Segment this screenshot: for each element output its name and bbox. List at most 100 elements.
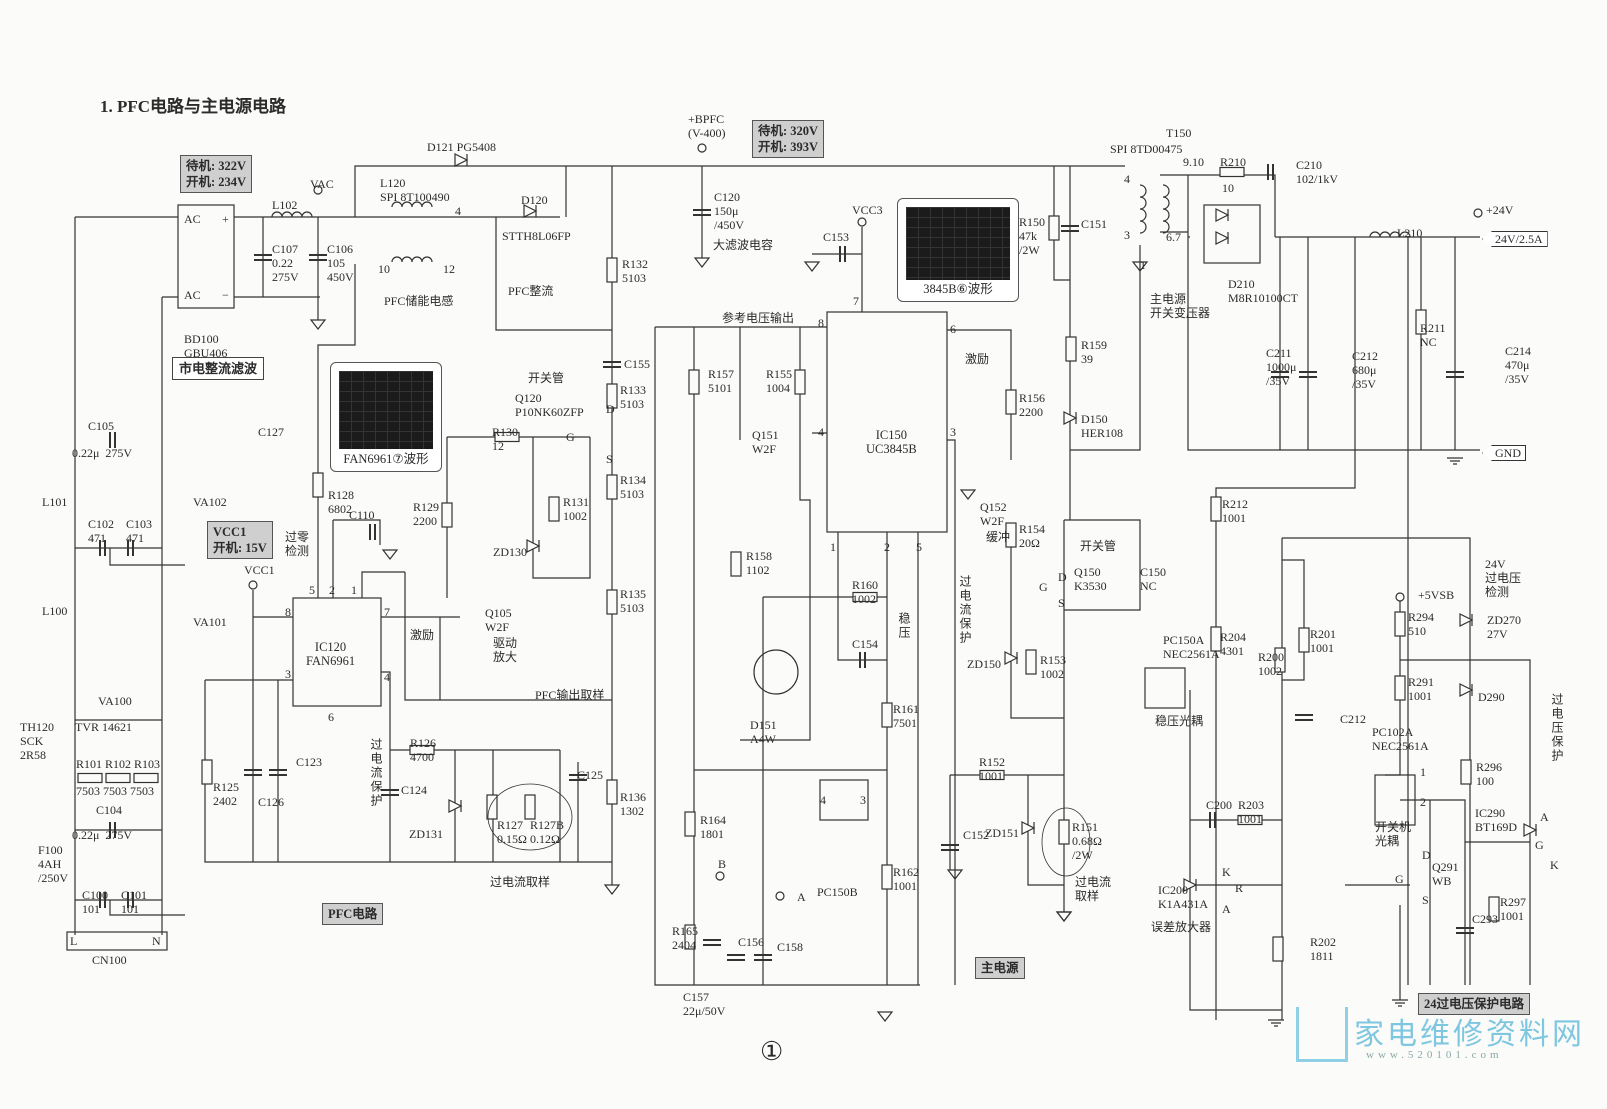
label-buffer: 缓冲 [986, 530, 1011, 544]
label-sw-q150: 开关管 [1080, 539, 1117, 553]
terminal-icon [775, 891, 785, 901]
label-r165: R165 2404 [672, 924, 699, 952]
label-regulate: 稳压 [897, 612, 911, 640]
label-box-bpfc: 待机: 320V 开机: 393V [752, 120, 825, 158]
ground-icon [1131, 261, 1149, 272]
resistor [1415, 309, 1427, 335]
label-opto-sw: 开关机 光耦 [1375, 820, 1412, 848]
label-c110: C110 [349, 508, 375, 522]
label-zero-det: 过零 检测 [285, 530, 310, 558]
label-q152: Q152 W2F [980, 500, 1007, 528]
label-r210-v: 10 [1222, 181, 1234, 195]
terminal-icon [313, 185, 323, 195]
terminal-icon [1473, 208, 1483, 218]
label-r132: R132 5103 [622, 257, 649, 285]
label-box-vcc1: VCC1 开机: 15V [207, 521, 273, 559]
label-c155: C155 [624, 357, 651, 371]
label-c154: C154 [852, 637, 879, 651]
label-ic120-p4: 4 [384, 670, 390, 684]
resistor [1460, 759, 1472, 785]
label-r210: R210 [1220, 155, 1247, 169]
resistor [606, 589, 618, 615]
label-pc150b-p3: 3 [860, 793, 866, 807]
label-r200: R200 1002 [1258, 650, 1285, 678]
label-c293: C293 [1472, 912, 1499, 926]
label-l210: L210 [1397, 226, 1423, 240]
resistor [1394, 675, 1406, 701]
resistor [606, 474, 618, 500]
label-pc102a: PC102A NEC2561A [1372, 725, 1429, 753]
label-c127: C127 [258, 425, 285, 439]
resistor [606, 383, 618, 409]
label-q120-g: G [566, 430, 575, 444]
label-r136: R136 1302 [620, 790, 647, 818]
resistor [1005, 522, 1017, 548]
label-ic200-r: R [1235, 881, 1244, 895]
label-r129: R129 2200 [413, 500, 440, 528]
resistor [201, 759, 213, 785]
label-c150: C150 NC [1140, 565, 1167, 593]
label-box-main: 主电源 [975, 957, 1025, 979]
label-drive1: 激励 [410, 628, 435, 642]
label-ic150-p4: 4 [818, 425, 824, 439]
label-oc-sample1: 过电流取样 [490, 875, 551, 889]
uc3845-waveform-panel: 3845B⑥波形 [897, 198, 1019, 302]
label-zd150: ZD150 [967, 657, 1001, 671]
label-r101-103-v: 7503 7503 7503 [76, 784, 154, 798]
label-c125: C125 [577, 768, 604, 782]
label-d290: D290 [1478, 690, 1505, 704]
label-l120: L120 SPI 8T100490 [380, 176, 450, 204]
resistor [881, 864, 893, 890]
label-va100: VA100 [98, 694, 132, 708]
label-cn100: CN100 [92, 953, 127, 967]
label-tvr: TVR 14621 [75, 720, 132, 734]
label-ic120-p8: 8 [285, 605, 291, 619]
label-ic120: IC120 FAN6961 [306, 640, 356, 668]
label-r131: R131 1002 [563, 495, 590, 523]
label-d151: D151 A4W [750, 718, 777, 746]
label-ic200-a: A [1222, 902, 1231, 916]
label-big-cap: 大滤波电容 [713, 238, 774, 252]
resistor [1298, 627, 1310, 653]
label-t-p3: 3 [1124, 228, 1130, 242]
label-c212b: C212 [1340, 712, 1367, 726]
label-d210: D210 M8R10100CT [1228, 277, 1299, 305]
label-ic120-p1: 1 [351, 583, 357, 597]
resistor [486, 794, 498, 820]
ground-icon [946, 869, 964, 880]
resistor [441, 502, 453, 528]
label-out24: 24V/2.5A [1482, 231, 1548, 247]
label-r153: R153 1002 [1040, 653, 1067, 681]
diode-icon [1459, 613, 1474, 627]
label-bd100: BD100 GBU406 [184, 332, 228, 360]
label-r151: R151 0.68Ω /2W [1072, 820, 1102, 862]
label-t-p67: 6.7 [1166, 230, 1181, 244]
label-vcc1: VCC1 [244, 563, 275, 577]
label-pc150b-p4: 4 [820, 793, 826, 807]
label-p5vsb: +5VSB [1418, 588, 1455, 602]
resistor [1048, 215, 1060, 241]
terminal-icon [248, 580, 258, 590]
label-c120: C120 150μ /450V [714, 190, 744, 232]
label-p24v: +24V [1486, 203, 1514, 217]
label-ic290-a: A [1540, 810, 1549, 824]
label-r202: R202 1811 [1310, 935, 1337, 963]
waveform-caption: FAN6961⑦波形 [343, 452, 429, 466]
optocoupler-icon [819, 779, 869, 821]
inductor-icon [391, 201, 433, 208]
logo-url: www.520101.com [1366, 1049, 1503, 1061]
label-l100: L100 [42, 604, 68, 618]
label-q150: Q150 K3530 [1074, 565, 1107, 593]
resistor [1237, 814, 1263, 826]
label-r162: R162 1001 [893, 865, 920, 893]
label-r212: R212 1001 [1222, 497, 1249, 525]
label-th120: TH120 SCK 2R58 [20, 720, 54, 762]
label-ic150-p6: 6 [950, 322, 956, 336]
label-r156: R156 2200 [1019, 391, 1046, 419]
resistor [548, 496, 560, 522]
ground-icon [959, 489, 977, 500]
label-pc150b: PC150B [817, 885, 858, 899]
label-r161: R161 7501 [893, 702, 920, 730]
resistor [730, 551, 742, 577]
ground-icon [309, 319, 327, 330]
